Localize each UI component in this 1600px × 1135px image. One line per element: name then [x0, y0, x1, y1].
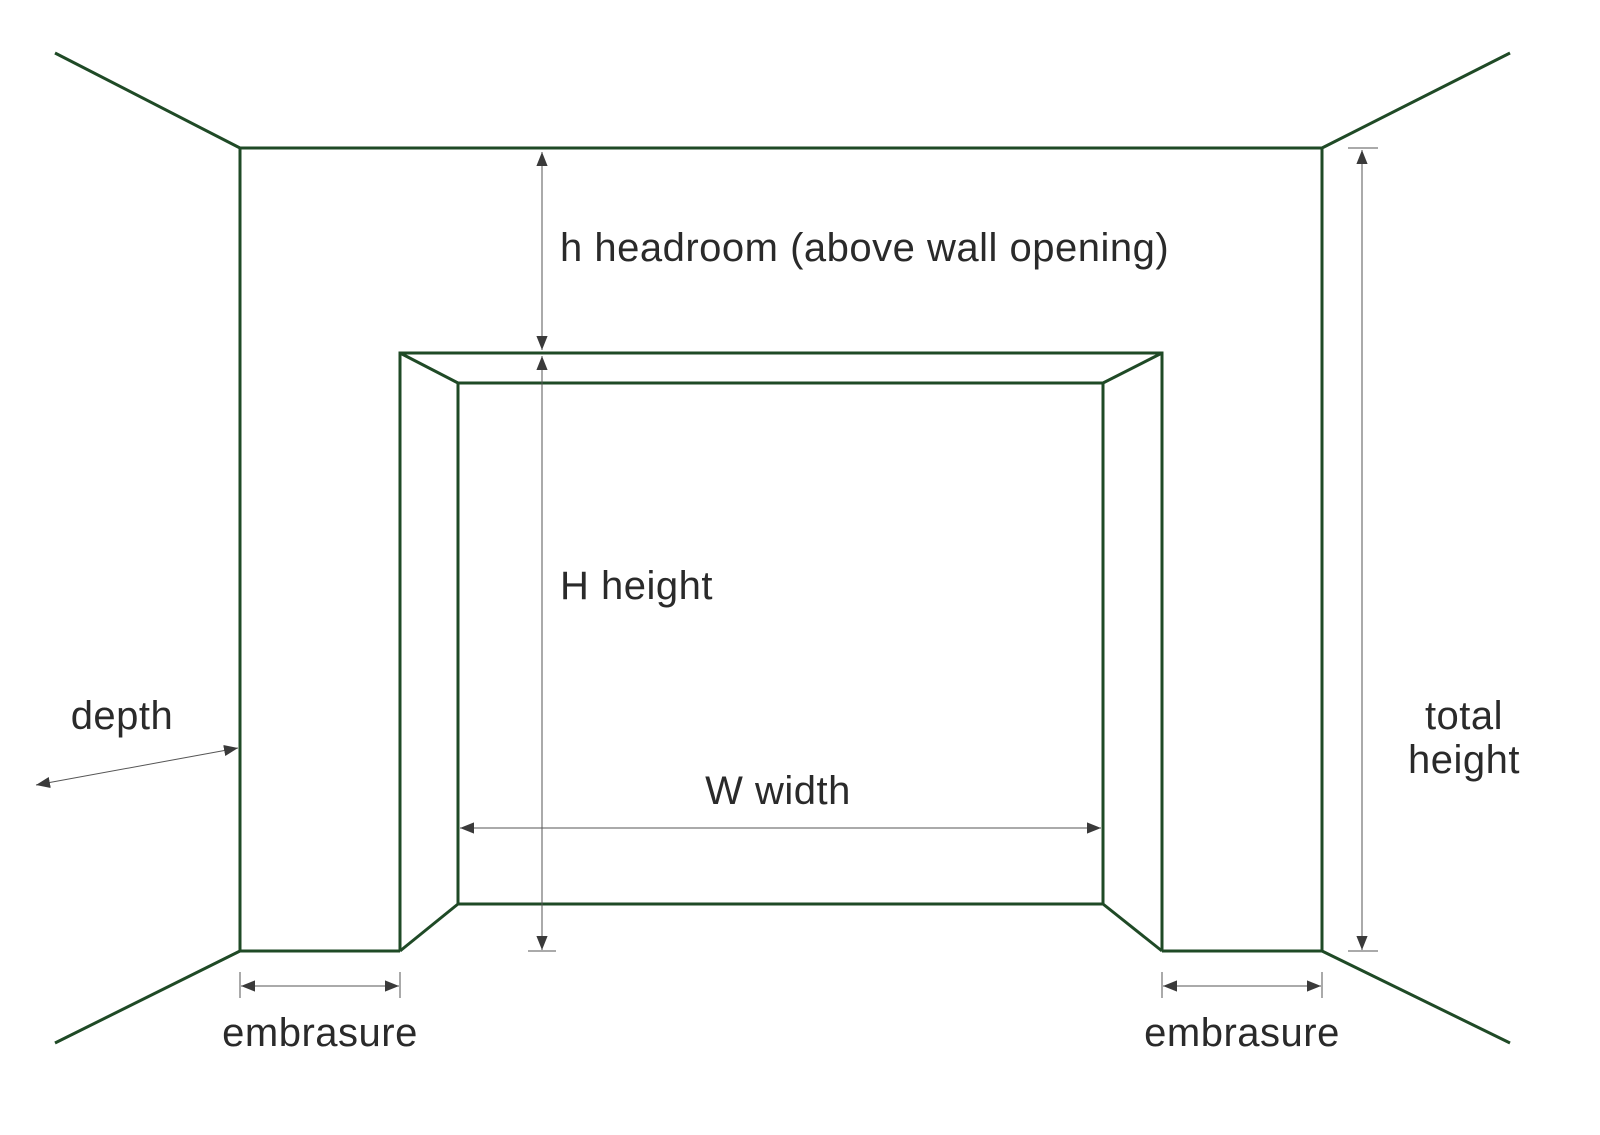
embrasure-left-label: embrasure [222, 1011, 418, 1055]
embrasure-corner-top-left [399, 351, 459, 385]
embrasure-right-label: embrasure [1144, 1011, 1340, 1055]
ceiling-edge-left [54, 51, 241, 150]
width-label: W width [705, 769, 851, 813]
embrasure-corner-top-right [1102, 351, 1163, 385]
depth-dimension-arrow [35, 745, 239, 788]
front-wall [238, 146, 1324, 951]
floor-edge-right [1321, 949, 1511, 1045]
headroom-label: h headroom (above wall opening) [560, 226, 1169, 270]
opening-outer-frame [398, 351, 1164, 951]
opening-inner-frame [456, 381, 1105, 906]
embrasure-corner-bottom-right [1102, 902, 1163, 953]
wall-outline [54, 51, 1511, 1045]
floor-edge-left [54, 949, 241, 1045]
ceiling-edge-right [1321, 51, 1511, 150]
depth-label: depth [71, 694, 174, 738]
total-height-label-line1: total [1425, 694, 1503, 738]
dimension-lines [35, 147, 1378, 998]
wall-opening [398, 351, 1164, 953]
height-label: H height [560, 564, 713, 608]
total-height-label-line2: height [1408, 738, 1520, 782]
labels: h headroom (above wall opening) H height… [71, 226, 1520, 1055]
embrasure-corner-bottom-left [399, 902, 459, 953]
